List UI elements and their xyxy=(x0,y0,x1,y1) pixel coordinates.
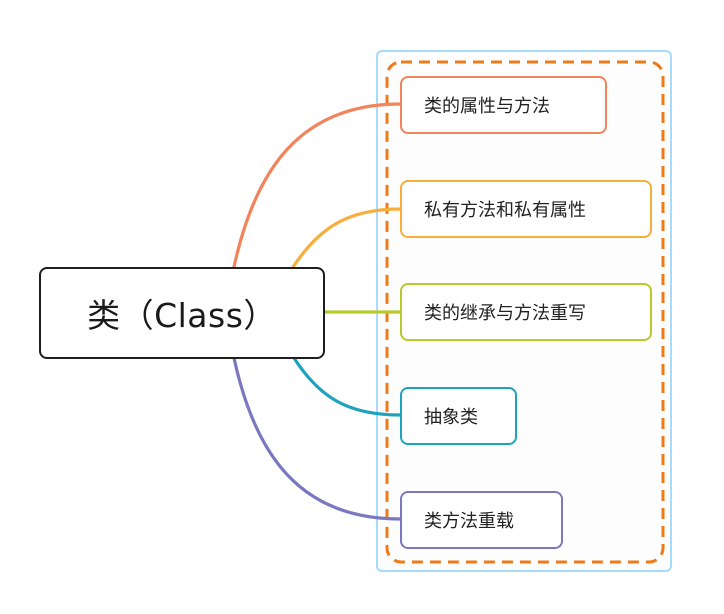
central-topic-label: 类（Class） xyxy=(87,296,277,335)
connector-private-methods-attributes xyxy=(291,207,402,269)
topic-abstract-class[interactable]: 抽象类 xyxy=(400,387,517,445)
topic-label: 类的继承与方法重写 xyxy=(424,303,586,324)
connector-class-attributes-methods xyxy=(232,102,402,269)
topic-class-attributes-methods[interactable]: 类的属性与方法 xyxy=(400,76,607,134)
topic-class-method-overload[interactable]: 类方法重载 xyxy=(400,491,563,549)
topic-label: 抽象类 xyxy=(424,407,478,428)
topic-label: 类的属性与方法 xyxy=(424,96,550,117)
topic-private-methods-attributes[interactable]: 私有方法和私有属性 xyxy=(400,180,652,238)
connector-class-method-overload xyxy=(232,356,402,521)
central-topic-class[interactable]: 类（Class） xyxy=(39,267,325,359)
topic-label: 私有方法和私有属性 xyxy=(424,200,586,221)
topic-label: 类方法重载 xyxy=(424,511,514,532)
topic-inheritance-override[interactable]: 类的继承与方法重写 xyxy=(400,283,652,341)
connector-abstract-class xyxy=(292,356,402,417)
